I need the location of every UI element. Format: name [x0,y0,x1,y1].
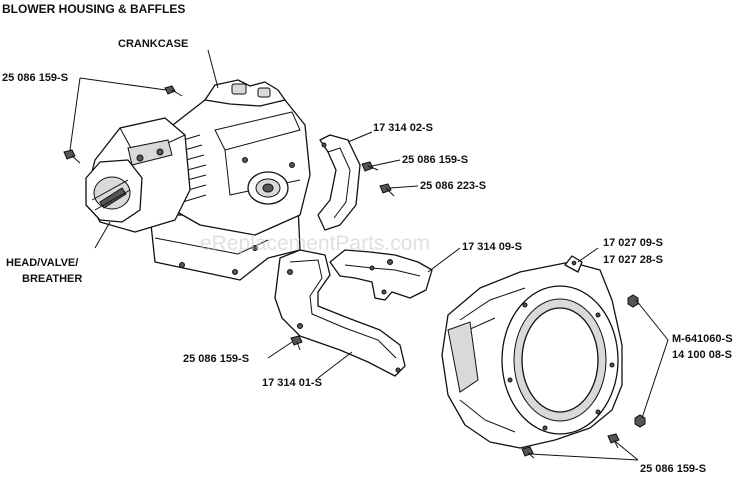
bolt-icon [164,85,183,97]
upper-baffle [317,134,361,231]
engine-assembly [85,79,311,281]
leader-lines [69,49,669,461]
lower-baffle [274,249,406,377]
mid-baffle [329,249,433,301]
label-baffle-mid: 17 314 09-S [462,241,522,253]
label-baffle-upper: 17 314 02-S [373,122,433,134]
label-baffle-lower: 17 314 01-S [262,377,322,389]
watermark: eReplacementParts.com [200,232,430,255]
bolt-icon [361,161,379,172]
blower-housing [441,255,623,449]
diagram-title: BLOWER HOUSING & BAFFLES [2,2,185,16]
label-bolt-223: 25 086 223-S [420,180,486,192]
label-bolt-upper-right: 25 086 159-S [402,154,468,166]
label-crankcase: CRANKCASE [118,38,188,50]
label-nut-1: M-641060-S [672,333,733,345]
label-bolt-top-left: 25 086 159-S [2,72,68,84]
bolt-icon [607,433,620,449]
bolt-icon [521,446,535,459]
label-housing-1: 17 027 09-S [603,237,663,249]
nut-icon [627,294,639,308]
label-bolt-bottom-right: 25 086 159-S [640,463,706,475]
label-head-line1: HEAD/VALVE/ [6,257,78,269]
label-head-line2: BREATHER [22,273,82,285]
bolt-icon [379,183,395,197]
label-bolt-lower-mid: 25 086 159-S [183,353,249,365]
bolt-icon [63,149,81,164]
bolt-icon [290,335,303,351]
nut-icon [634,414,646,428]
label-nut-2: 14 100 08-S [672,349,732,361]
label-housing-2: 17 027 28-S [603,254,663,266]
